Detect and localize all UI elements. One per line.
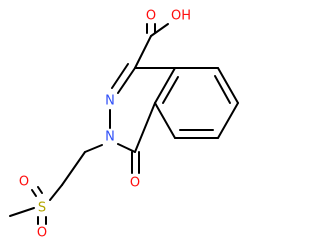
bond-c4-c4a bbox=[134, 102, 156, 153]
bond-c5-c6 bbox=[217, 67, 239, 104]
bond-c1-n1 bbox=[117, 67, 136, 94]
bond-s-o-top-double bbox=[37, 186, 43, 194]
atom-labels: OH O N N O S O O bbox=[19, 9, 191, 241]
bond-c8-c4a bbox=[154, 102, 176, 139]
bond-cooh-oh bbox=[150, 23, 169, 37]
bond-c4a-c8a bbox=[154, 67, 176, 104]
bond-n2-c4 bbox=[117, 143, 136, 153]
bond-ch2-s bbox=[49, 184, 63, 201]
atom-sulfonyl-o-left: O bbox=[19, 175, 29, 190]
bond-c6-c7 bbox=[217, 102, 239, 139]
atom-carboxyl-o: O bbox=[146, 9, 156, 24]
atom-s: S bbox=[38, 201, 46, 216]
bonds bbox=[9, 23, 239, 225]
atom-n2: N bbox=[105, 130, 115, 145]
bond-c4a-c8a-inner bbox=[162, 76, 179, 104]
bond-n2-ch2 bbox=[84, 144, 103, 153]
bond-ch2-ch2 bbox=[61, 151, 86, 186]
chemical-structure: OH O N N O S O O bbox=[9, 9, 239, 241]
bond-c5-c6-inner bbox=[214, 75, 231, 104]
bond-s-o-top bbox=[31, 189, 37, 197]
atom-oh: OH bbox=[171, 9, 191, 24]
atom-ketone-o: O bbox=[130, 176, 140, 191]
bond-c1-n1-double bbox=[111, 63, 129, 89]
bond-c1-cooh bbox=[134, 35, 152, 69]
bond-s-ch3 bbox=[9, 207, 35, 217]
atom-n1: N bbox=[105, 94, 115, 109]
atom-sulfonyl-o-bottom: O bbox=[37, 226, 47, 241]
